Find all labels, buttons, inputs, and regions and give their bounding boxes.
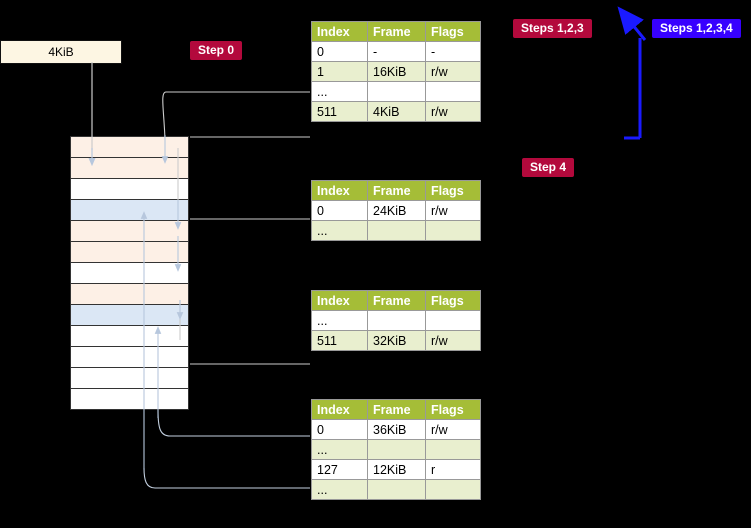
page-table-level-4: Index Frame Flags 0 36KiB r/w ... 127 12… — [311, 399, 481, 500]
cell-index: 511 — [311, 101, 368, 122]
cell-frame — [367, 220, 426, 241]
cell-flags — [425, 220, 481, 241]
cell-frame: - — [367, 41, 426, 62]
table-row: ... — [311, 479, 481, 500]
memory-row — [70, 157, 189, 179]
cell-index: ... — [311, 220, 368, 241]
table-row: 0 36KiB r/w — [311, 419, 481, 440]
memory-row — [70, 178, 189, 200]
table-row: 1 16KiB r/w — [311, 61, 481, 82]
cell-flags — [425, 439, 481, 460]
label-step-0-text: Step 0 — [198, 43, 235, 57]
memory-row — [70, 241, 189, 263]
cell-index: ... — [311, 81, 368, 102]
label-steps-1234: Steps 1,2,3,4 — [652, 19, 741, 38]
cell-index: 0 — [311, 419, 368, 440]
cell-index: ... — [311, 310, 368, 331]
column-header-flags: Flags — [425, 399, 481, 420]
column-header-frame: Frame — [367, 21, 426, 42]
memory-row — [70, 199, 189, 221]
column-header-frame: Frame — [367, 399, 426, 420]
table-row: ... — [311, 439, 481, 460]
memory-block-label: 4KiB — [48, 45, 74, 59]
cell-frame: 24KiB — [367, 200, 426, 221]
cell-flags — [425, 479, 481, 500]
column-header-frame: Frame — [367, 180, 426, 201]
label-steps-123: Steps 1,2,3 — [513, 19, 592, 38]
label-steps-123-text: Steps 1,2,3 — [521, 21, 584, 35]
label-step-0: Step 0 — [190, 41, 243, 60]
cell-index: 127 — [311, 459, 368, 480]
table-header-row: Index Frame Flags — [311, 180, 481, 201]
table-row: ... — [311, 220, 481, 241]
page-table-level-3: Index Frame Flags ... 511 32KiB r/w — [311, 290, 481, 351]
label-steps-1234-text: Steps 1,2,3,4 — [660, 21, 733, 35]
column-header-index: Index — [311, 290, 368, 311]
cell-flags: r/w — [425, 61, 481, 82]
memory-row — [70, 367, 189, 389]
cell-frame — [367, 439, 426, 460]
cell-frame: 4KiB — [367, 101, 426, 122]
memory-row — [70, 346, 189, 368]
cell-frame — [367, 479, 426, 500]
table-row: 127 12KiB r — [311, 459, 481, 480]
cell-flags: r/w — [425, 330, 481, 351]
column-header-index: Index — [311, 399, 368, 420]
memory-row — [70, 388, 189, 410]
cell-frame — [367, 81, 426, 102]
cell-frame: 32KiB — [367, 330, 426, 351]
label-step-4-text: Step 4 — [530, 160, 567, 174]
cell-flags — [425, 310, 481, 331]
table-row: ... — [311, 81, 481, 102]
table-row: 0 24KiB r/w — [311, 200, 481, 221]
memory-row — [70, 136, 189, 158]
column-header-flags: Flags — [425, 290, 481, 311]
memory-block-4kib: 4KiB — [0, 40, 122, 64]
cell-flags: - — [425, 41, 481, 62]
cell-index: ... — [311, 479, 368, 500]
column-header-flags: Flags — [425, 21, 481, 42]
cell-flags: r — [425, 459, 481, 480]
cell-index: 1 — [311, 61, 368, 82]
cell-flags: r/w — [425, 419, 481, 440]
blue-step-bracket — [617, 6, 647, 140]
memory-row — [70, 304, 189, 326]
column-header-index: Index — [311, 21, 368, 42]
cell-flags: r/w — [425, 101, 481, 122]
memory-row — [70, 283, 189, 305]
cell-index: ... — [311, 439, 368, 460]
table-row: 0 - - — [311, 41, 481, 62]
memory-row — [70, 220, 189, 242]
page-table-level-2: Index Frame Flags 0 24KiB r/w ... — [311, 180, 481, 241]
cell-index: 0 — [311, 41, 368, 62]
cell-flags: r/w — [425, 200, 481, 221]
table-row: 511 4KiB r/w — [311, 101, 481, 122]
table-header-row: Index Frame Flags — [311, 399, 481, 420]
memory-row — [70, 325, 189, 347]
column-header-flags: Flags — [425, 180, 481, 201]
column-header-index: Index — [311, 180, 368, 201]
column-header-frame: Frame — [367, 290, 426, 311]
cell-frame: 12KiB — [367, 459, 426, 480]
page-table-level-1: Index Frame Flags 0 - - 1 16KiB r/w ... — [311, 21, 481, 122]
label-step-4: Step 4 — [522, 158, 575, 177]
cell-frame: 36KiB — [367, 419, 426, 440]
link-table2-to-memory — [174, 148, 310, 272]
table-row: ... — [311, 310, 481, 331]
table-row: 511 32KiB r/w — [311, 330, 481, 351]
link-table3-to-memory — [176, 300, 310, 365]
table-header-row: Index Frame Flags — [311, 21, 481, 42]
cell-flags — [425, 81, 481, 102]
table-header-row: Index Frame Flags — [311, 290, 481, 311]
cell-index: 511 — [311, 330, 368, 351]
cell-frame — [367, 310, 426, 331]
memory-row — [70, 262, 189, 284]
cell-frame: 16KiB — [367, 61, 426, 82]
cell-index: 0 — [311, 200, 368, 221]
